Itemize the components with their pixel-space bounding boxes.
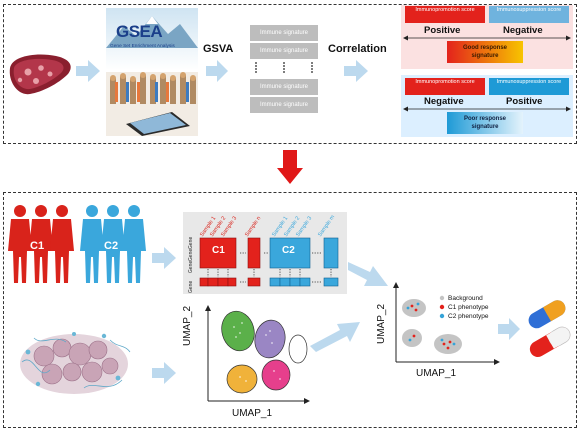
- c2-figure-label: C2: [104, 240, 119, 252]
- arrow-right-5: [152, 362, 176, 384]
- mountain-icon: [106, 16, 198, 48]
- arrow-down-icon: [277, 150, 303, 184]
- arrow-right-6: [498, 318, 520, 340]
- correlation-label: Correlation: [328, 43, 387, 55]
- poor-double-arrow: [403, 106, 571, 112]
- good-left-value: Positive: [424, 25, 461, 36]
- pills-icon: [528, 300, 571, 357]
- gene-label-2: Gene: [188, 248, 194, 261]
- poor-right-value: Positive: [506, 96, 543, 107]
- gene-label-3: Gene: [188, 260, 194, 273]
- liver-illustration: [9, 54, 71, 95]
- umap-right-plot: [393, 282, 500, 365]
- immune-signature-3: Immune signature: [250, 79, 318, 95]
- arrow-right-4: [152, 247, 176, 269]
- c2-patient-figures: [80, 205, 146, 283]
- good-immunopromotion-title: Immunopromotion score: [405, 6, 485, 23]
- c1-figure-label: C1: [30, 240, 45, 252]
- c1-patient-figures: [8, 205, 74, 283]
- umap-right-ylabel: UMAP_2: [376, 303, 387, 344]
- heatmap-c2-tag: C2: [282, 245, 295, 256]
- legend-background: Background: [448, 295, 483, 302]
- good-response-text: Good response signature: [462, 45, 507, 59]
- poor-immunopromotion-title: Immunopromotion score: [405, 78, 485, 95]
- arrow-right-3: [344, 60, 368, 82]
- umap-left-plot: [205, 305, 310, 404]
- good-immunosuppression-title: Immunosuppression score: [489, 6, 569, 23]
- good-response-badge: [447, 41, 523, 63]
- arrow-right-1: [76, 60, 100, 82]
- umap-left-ylabel: UMAP_2: [182, 305, 193, 346]
- immune-signature-1: Immune signature: [250, 25, 318, 41]
- gsea-subtitle: Gene Set Enrichment Analysis: [110, 44, 175, 49]
- immune-signature-4: Immune signature: [250, 97, 318, 113]
- arrow-diagonal-up: [348, 262, 388, 286]
- good-double-arrow: [403, 35, 571, 41]
- poor-left-value: Negative: [424, 96, 464, 107]
- bottom-panel: [3, 192, 577, 428]
- poor-immunosuppression-title: Immunosuppression score: [489, 78, 569, 95]
- umap-right-xlabel: UMAP_1: [416, 368, 457, 379]
- gene-label-1: Gene: [188, 236, 194, 249]
- gsea-logo: GSEA Gene Set Enrichment Analysis: [106, 8, 198, 70]
- immune-signature-2: Immune signature: [250, 43, 318, 59]
- audience-photo: [106, 72, 198, 136]
- umap-left-xlabel: UMAP_1: [232, 408, 273, 419]
- good-right-value: Negative: [503, 25, 543, 36]
- legend-c2-phenotype: C2 phenotype: [448, 313, 489, 320]
- poor-response-text: Poor response signature: [463, 116, 506, 130]
- gsea-logo-text: GSEA: [116, 22, 163, 41]
- poor-response-badge: [447, 112, 523, 134]
- tissue-illustration: [20, 332, 131, 394]
- legend-c1-phenotype: C1 phenotype: [448, 304, 489, 311]
- signature-ellipsis: [255, 62, 313, 73]
- gene-label-4: Gene: [188, 280, 194, 293]
- heatmap-c1-tag: C1: [212, 245, 225, 256]
- gsva-label: GSVA: [203, 43, 234, 55]
- top-panel: [3, 4, 577, 144]
- heatmap-cells: [199, 237, 339, 287]
- arrow-right-2: [206, 60, 228, 82]
- arrow-diagonal-down: [310, 322, 360, 352]
